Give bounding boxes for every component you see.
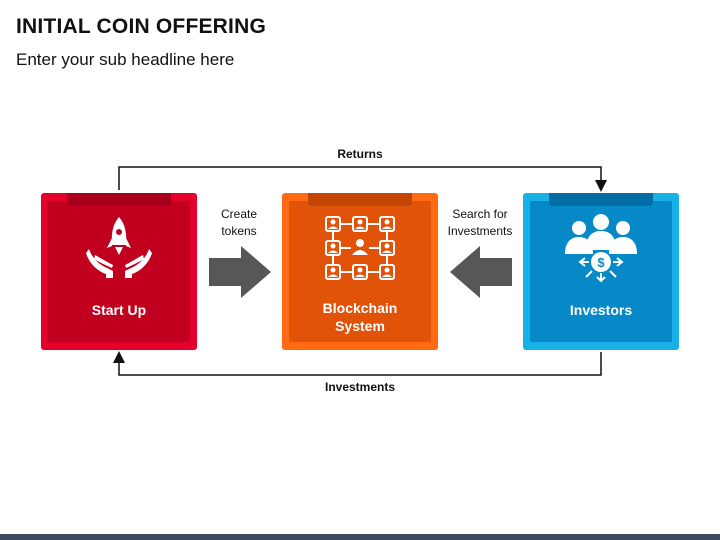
rocket-in-hands-icon [41, 211, 197, 283]
investors-label: Investors [569, 302, 633, 318]
search-investments-label: Search for Investments [447, 207, 513, 238]
returns-label: Returns [337, 147, 383, 161]
investors-card: $ Investors [523, 193, 679, 350]
search-investments-arrow [450, 246, 512, 298]
footer-bar [0, 534, 720, 540]
page-title: INITIAL COIN OFFERING [16, 15, 266, 38]
svg-text:$: $ [597, 255, 605, 270]
blockchain-network-icon [282, 213, 438, 283]
start-up-label: Start Up [91, 302, 147, 318]
returns-connector [118, 166, 607, 192]
blockchain-label: Blockchain System [322, 300, 398, 334]
investments-label: Investments [324, 380, 396, 394]
blockchain-card: Blockchain System [282, 193, 438, 350]
investments-connector [113, 351, 602, 376]
create-tokens-arrow [209, 246, 271, 298]
investors-money-icon: $ [523, 211, 679, 283]
create-tokens-label: Create tokens [220, 207, 258, 238]
page-subtitle: Enter your sub headline here [16, 50, 235, 69]
start-up-card: Start Up [41, 193, 197, 350]
